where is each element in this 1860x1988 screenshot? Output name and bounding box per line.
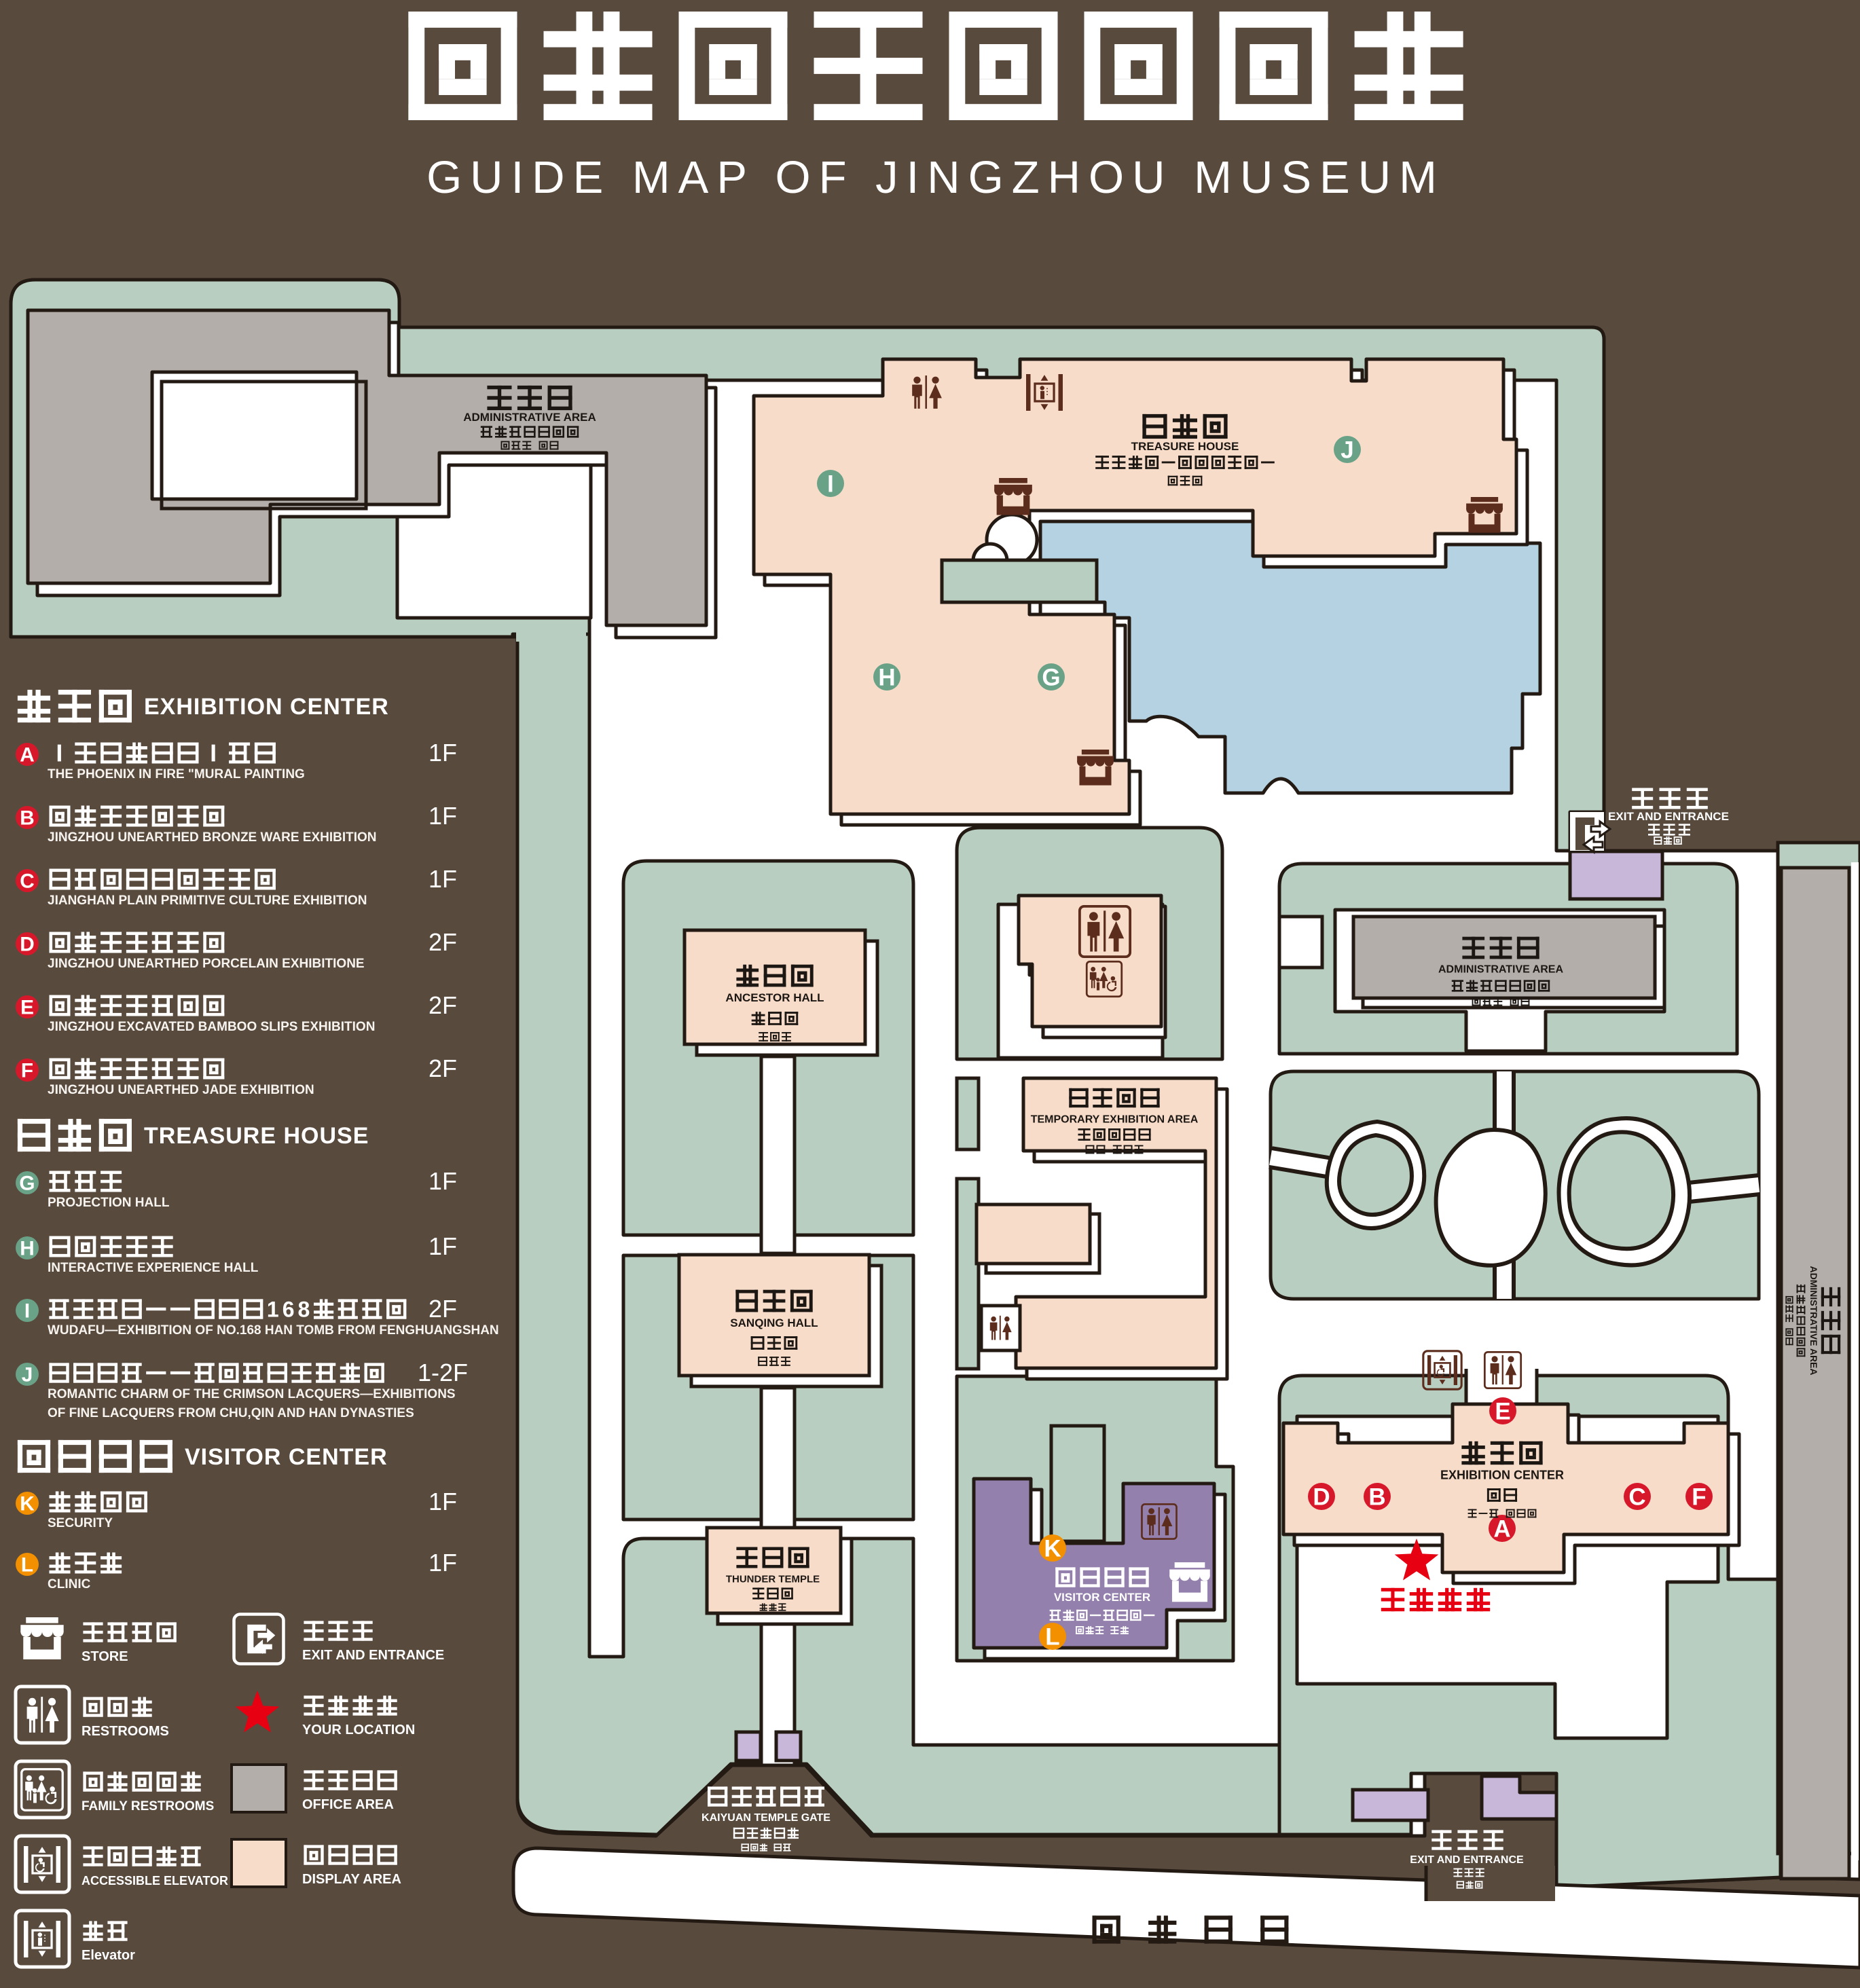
svg-text:A: A (1493, 1515, 1510, 1542)
svg-text:INTERACTIVE EXPERIENCE HALL: INTERACTIVE EXPERIENCE HALL (48, 1261, 259, 1275)
svg-text:1F: 1F (428, 1488, 457, 1515)
svg-text:DISPLAY AREA: DISPLAY AREA (302, 1872, 401, 1887)
svg-text:H: H (20, 1238, 35, 1260)
svg-text:ROMANTIC CHARM OF THE CRIMSON: ROMANTIC CHARM OF THE CRIMSON LACQUERS—E… (48, 1387, 456, 1401)
svg-text:6: 6 (282, 1297, 295, 1322)
svg-text:G: G (19, 1173, 35, 1195)
svg-text:2F: 2F (428, 928, 457, 956)
svg-text:OF FINE LACQUERS FROM CHU,QIN: OF FINE LACQUERS FROM CHU,QIN AND HAN DY… (48, 1406, 414, 1420)
svg-text:VISITOR CENTER: VISITOR CENTER (185, 1444, 388, 1470)
svg-text:2F: 2F (428, 1054, 457, 1082)
svg-text:ADMINISTRATIVE AREA: ADMINISTRATIVE AREA (463, 411, 596, 424)
svg-text:1: 1 (267, 1297, 279, 1322)
svg-text:L: L (1045, 1623, 1059, 1650)
svg-text:OFFICE AREA: OFFICE AREA (302, 1797, 394, 1812)
svg-text:K: K (20, 1493, 35, 1515)
svg-text:RESTROOMS: RESTROOMS (81, 1724, 169, 1739)
svg-text:D: D (1313, 1484, 1330, 1510)
svg-text:G: G (1042, 664, 1060, 691)
svg-text:SANQING HALL: SANQING HALL (730, 1317, 818, 1329)
svg-text:Elevator: Elevator (81, 1948, 135, 1963)
svg-text:1F: 1F (428, 865, 457, 893)
svg-text:YOUR LOCATION: YOUR LOCATION (302, 1723, 415, 1737)
svg-text:JIANGHAN PLAIN PRIMITIVE CULTU: JIANGHAN PLAIN PRIMITIVE CULTURE EXHIBIT… (48, 894, 367, 908)
svg-text:1F: 1F (428, 739, 457, 767)
svg-text:EXHIBITION CENTER: EXHIBITION CENTER (144, 694, 389, 720)
svg-text:L: L (21, 1554, 33, 1577)
svg-text:K: K (1044, 1535, 1061, 1562)
svg-text:WUDAFU—EXHIBITION OF NO.168 HA: WUDAFU—EXHIBITION OF NO.168 HAN TOMB FRO… (48, 1323, 499, 1338)
svg-text:EXHIBITION CENTER: EXHIBITION CENTER (1440, 1468, 1564, 1481)
svg-text:EXIT AND ENTRANCE: EXIT AND ENTRANCE (1608, 810, 1729, 823)
svg-text:TREASURE HOUSE: TREASURE HOUSE (144, 1123, 369, 1149)
svg-text:2F: 2F (428, 991, 457, 1019)
svg-text:TEMPORARY EXHIBITION AREA: TEMPORARY EXHIBITION AREA (1031, 1114, 1199, 1126)
svg-text:F: F (21, 1060, 33, 1082)
svg-text:J: J (22, 1364, 33, 1386)
svg-text:I: I (24, 1300, 30, 1323)
svg-text:TREASURE HOUSE: TREASURE HOUSE (1131, 440, 1239, 453)
svg-text:ACCESSIBLE ELEVATOR: ACCESSIBLE ELEVATOR (81, 1874, 228, 1888)
svg-text:PROJECTION HALL: PROJECTION HALL (48, 1196, 170, 1210)
svg-text:VISITOR CENTER: VISITOR CENTER (1054, 1591, 1150, 1604)
svg-text:EXIT AND ENTRANCE: EXIT AND ENTRANCE (1410, 1854, 1524, 1866)
svg-text:JINGZHOU EXCAVATED BAMBOO SLIP: JINGZHOU EXCAVATED BAMBOO SLIPS EXHIBITI… (48, 1020, 375, 1034)
svg-text:E: E (20, 997, 34, 1019)
svg-text:C: C (20, 870, 35, 893)
svg-text:SECURITY: SECURITY (48, 1516, 113, 1530)
svg-text:ADMINISTRATIVE AREA: ADMINISTRATIVE AREA (1438, 964, 1563, 976)
svg-text:1F: 1F (428, 1232, 457, 1260)
svg-text:F: F (1692, 1484, 1706, 1510)
svg-text:E: E (1495, 1398, 1510, 1424)
svg-text:JINGZHOU UNEARTHED JADE EXHIBI: JINGZHOU UNEARTHED JADE EXHIBITION (48, 1083, 314, 1097)
svg-text:A: A (20, 744, 35, 767)
svg-text:I: I (827, 471, 834, 497)
svg-text:1F: 1F (428, 1167, 457, 1195)
svg-text:C: C (1628, 1484, 1645, 1510)
svg-text:KAIYUAN TEMPLE GATE: KAIYUAN TEMPLE GATE (701, 1812, 831, 1824)
svg-text:JINGZHOU UNEARTHED BRONZE WARE: JINGZHOU UNEARTHED BRONZE WARE EXHIBITIO… (48, 830, 377, 845)
svg-text:B: B (20, 807, 35, 830)
svg-text:H: H (878, 664, 895, 691)
svg-text:FAMILY RESTROOMS: FAMILY RESTROOMS (81, 1799, 214, 1814)
svg-text:CLINIC: CLINIC (48, 1577, 91, 1591)
svg-text:J: J (1341, 437, 1353, 463)
svg-text:EXIT AND ENTRANCE: EXIT AND ENTRANCE (302, 1648, 444, 1663)
svg-text:1F: 1F (428, 802, 457, 830)
svg-text:STORE: STORE (81, 1649, 128, 1664)
svg-text:8: 8 (298, 1297, 310, 1322)
svg-text:1-2F: 1-2F (418, 1359, 468, 1386)
svg-text:JINGZHOU UNEARTHED PORCELAIN E: JINGZHOU UNEARTHED PORCELAIN EXHIBITIONE (48, 957, 365, 971)
svg-text:D: D (20, 934, 35, 956)
svg-text:ANCESTOR HALL: ANCESTOR HALL (725, 991, 824, 1004)
svg-text:GUIDE MAP OF JINGZHOU MUSEUM: GUIDE MAP OF JINGZHOU MUSEUM (426, 152, 1445, 203)
svg-text:2F: 2F (428, 1295, 457, 1323)
svg-text:THUNDER TEMPLE: THUNDER TEMPLE (726, 1573, 820, 1585)
svg-text:THE PHOENIX IN FIRE "MURAL PAI: THE PHOENIX IN FIRE "MURAL PAINTING (48, 767, 305, 781)
svg-text:B: B (1368, 1484, 1385, 1510)
svg-text:ADMINISTRATIVE AREA: ADMINISTRATIVE AREA (1808, 1266, 1819, 1376)
svg-text:1F: 1F (428, 1549, 457, 1577)
